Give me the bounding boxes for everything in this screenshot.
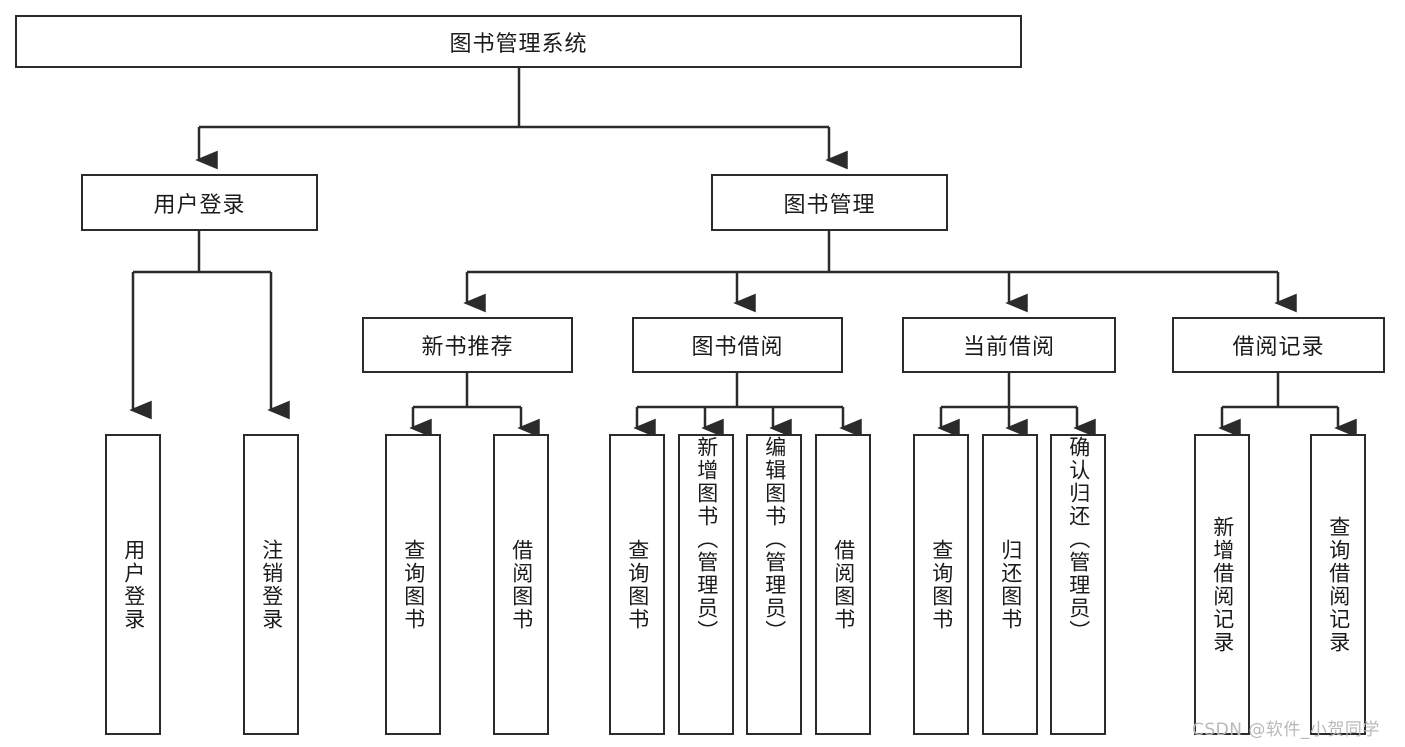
node-leaf-return-book-label: 归还图书 [998, 538, 1023, 631]
node-leaf-query-book-rec-label: 查询图书 [401, 538, 426, 631]
node-leaf-borrow-book-b[interactable]: 借阅图书 [815, 434, 871, 735]
node-leaf-add-book-label: 新增图书（管理员） [694, 436, 719, 643]
node-leaf-add-book[interactable]: 新增图书（管理员） [678, 434, 734, 735]
node-leaf-logout-label: 注销登录 [259, 538, 284, 631]
node-leaf-query-book-rec[interactable]: 查询图书 [385, 434, 441, 735]
node-leaf-logout[interactable]: 注销登录 [243, 434, 299, 735]
node-leaf-borrow-book-rec-label: 借阅图书 [509, 538, 534, 631]
node-book-borrow-label: 图书借阅 [691, 335, 784, 360]
csdn-watermark: CSDN @软件_小贺同学 [1192, 720, 1380, 740]
node-leaf-user-login-label: 用户登录 [121, 538, 146, 631]
node-leaf-return-book[interactable]: 归还图书 [982, 434, 1038, 735]
node-new-book-rec-label: 新书推荐 [421, 335, 514, 360]
node-leaf-edit-book[interactable]: 编辑图书（管理员） [746, 434, 802, 735]
node-leaf-query-book-c-label: 查询图书 [929, 538, 954, 631]
node-book-borrow[interactable]: 图书借阅 [632, 317, 843, 373]
node-leaf-add-record[interactable]: 新增借阅记录 [1194, 434, 1250, 735]
node-leaf-query-book-c[interactable]: 查询图书 [913, 434, 969, 735]
node-borrow-record[interactable]: 借阅记录 [1172, 317, 1385, 373]
node-new-book-rec[interactable]: 新书推荐 [362, 317, 573, 373]
node-leaf-borrow-book-rec[interactable]: 借阅图书 [493, 434, 549, 735]
node-book-manage-label: 图书管理 [783, 192, 876, 218]
node-leaf-query-record-label: 查询借阅记录 [1326, 515, 1351, 654]
node-leaf-query-book-b[interactable]: 查询图书 [609, 434, 665, 735]
node-borrow-record-label: 借阅记录 [1232, 335, 1325, 360]
node-current-borrow[interactable]: 当前借阅 [902, 317, 1116, 373]
node-user-login[interactable]: 用户登录 [81, 174, 318, 231]
node-leaf-add-record-label: 新增借阅记录 [1210, 515, 1235, 654]
node-leaf-confirm-return-label: 确认归还（管理员） [1066, 436, 1091, 643]
node-root-label: 图书管理系统 [449, 31, 588, 57]
node-leaf-borrow-book-b-label: 借阅图书 [831, 538, 856, 631]
node-leaf-edit-book-label: 编辑图书（管理员） [762, 436, 787, 643]
node-leaf-user-login[interactable]: 用户登录 [105, 434, 161, 735]
node-leaf-query-book-b-label: 查询图书 [625, 538, 650, 631]
node-book-manage[interactable]: 图书管理 [711, 174, 948, 231]
node-leaf-confirm-return[interactable]: 确认归还（管理员） [1050, 434, 1106, 735]
node-user-login-label: 用户登录 [153, 192, 246, 218]
node-leaf-query-record[interactable]: 查询借阅记录 [1310, 434, 1366, 735]
node-root[interactable]: 图书管理系统 [15, 15, 1022, 68]
node-current-borrow-label: 当前借阅 [962, 335, 1055, 360]
